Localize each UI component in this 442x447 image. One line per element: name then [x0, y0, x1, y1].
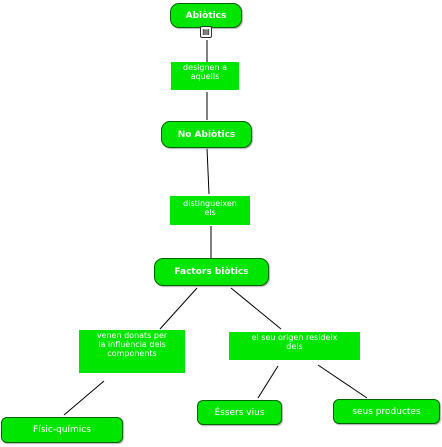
node-seus-productes[interactable]: seus productes: [333, 399, 440, 424]
node-essers-vius[interactable]: Éssers vius: [197, 400, 282, 425]
phrase-origen-line-1: el seu origen resideix: [251, 333, 338, 342]
phrase-venen-line-2: la influència dels: [98, 340, 166, 349]
edge-origen-productes: [317, 364, 368, 399]
attachment-icon[interactable]: ▤: [200, 26, 212, 38]
phrase-origen: el seu origen resideix dels: [229, 332, 360, 360]
phrase-distingueixen: distingueixen els: [170, 196, 250, 225]
phrase-designen-line-1: designen a: [183, 63, 227, 72]
edge-factors-venen: [159, 287, 198, 330]
phrase-venen-line-1: venen donats per: [96, 331, 168, 340]
node-factors-biotics[interactable]: Factors biòtics: [154, 258, 269, 286]
phrase-distingueixen-line-1: distingueixen: [183, 199, 237, 208]
phrase-venen: venen donats per la influència dels comp…: [79, 330, 185, 373]
edge-origen-essers: [257, 365, 279, 399]
node-no-abiotics[interactable]: No Abiòtics: [161, 121, 252, 148]
phrase-venen-line-3: components: [107, 349, 157, 358]
edge-noabiotics-distingueixen: [206, 147, 210, 195]
phrase-designen-line-2: aquells: [190, 72, 220, 81]
phrase-distingueixen-line-2: els: [204, 208, 216, 217]
edge-factors-origen: [230, 287, 282, 330]
phrase-origen-line-2: dels: [286, 342, 303, 351]
edge-venen-fisic: [63, 380, 105, 416]
phrase-designen: designen a aquells: [171, 62, 239, 90]
node-abiotics[interactable]: Abiòtics: [170, 3, 242, 28]
node-fisic-quimics[interactable]: Físic-químics: [1, 417, 123, 443]
